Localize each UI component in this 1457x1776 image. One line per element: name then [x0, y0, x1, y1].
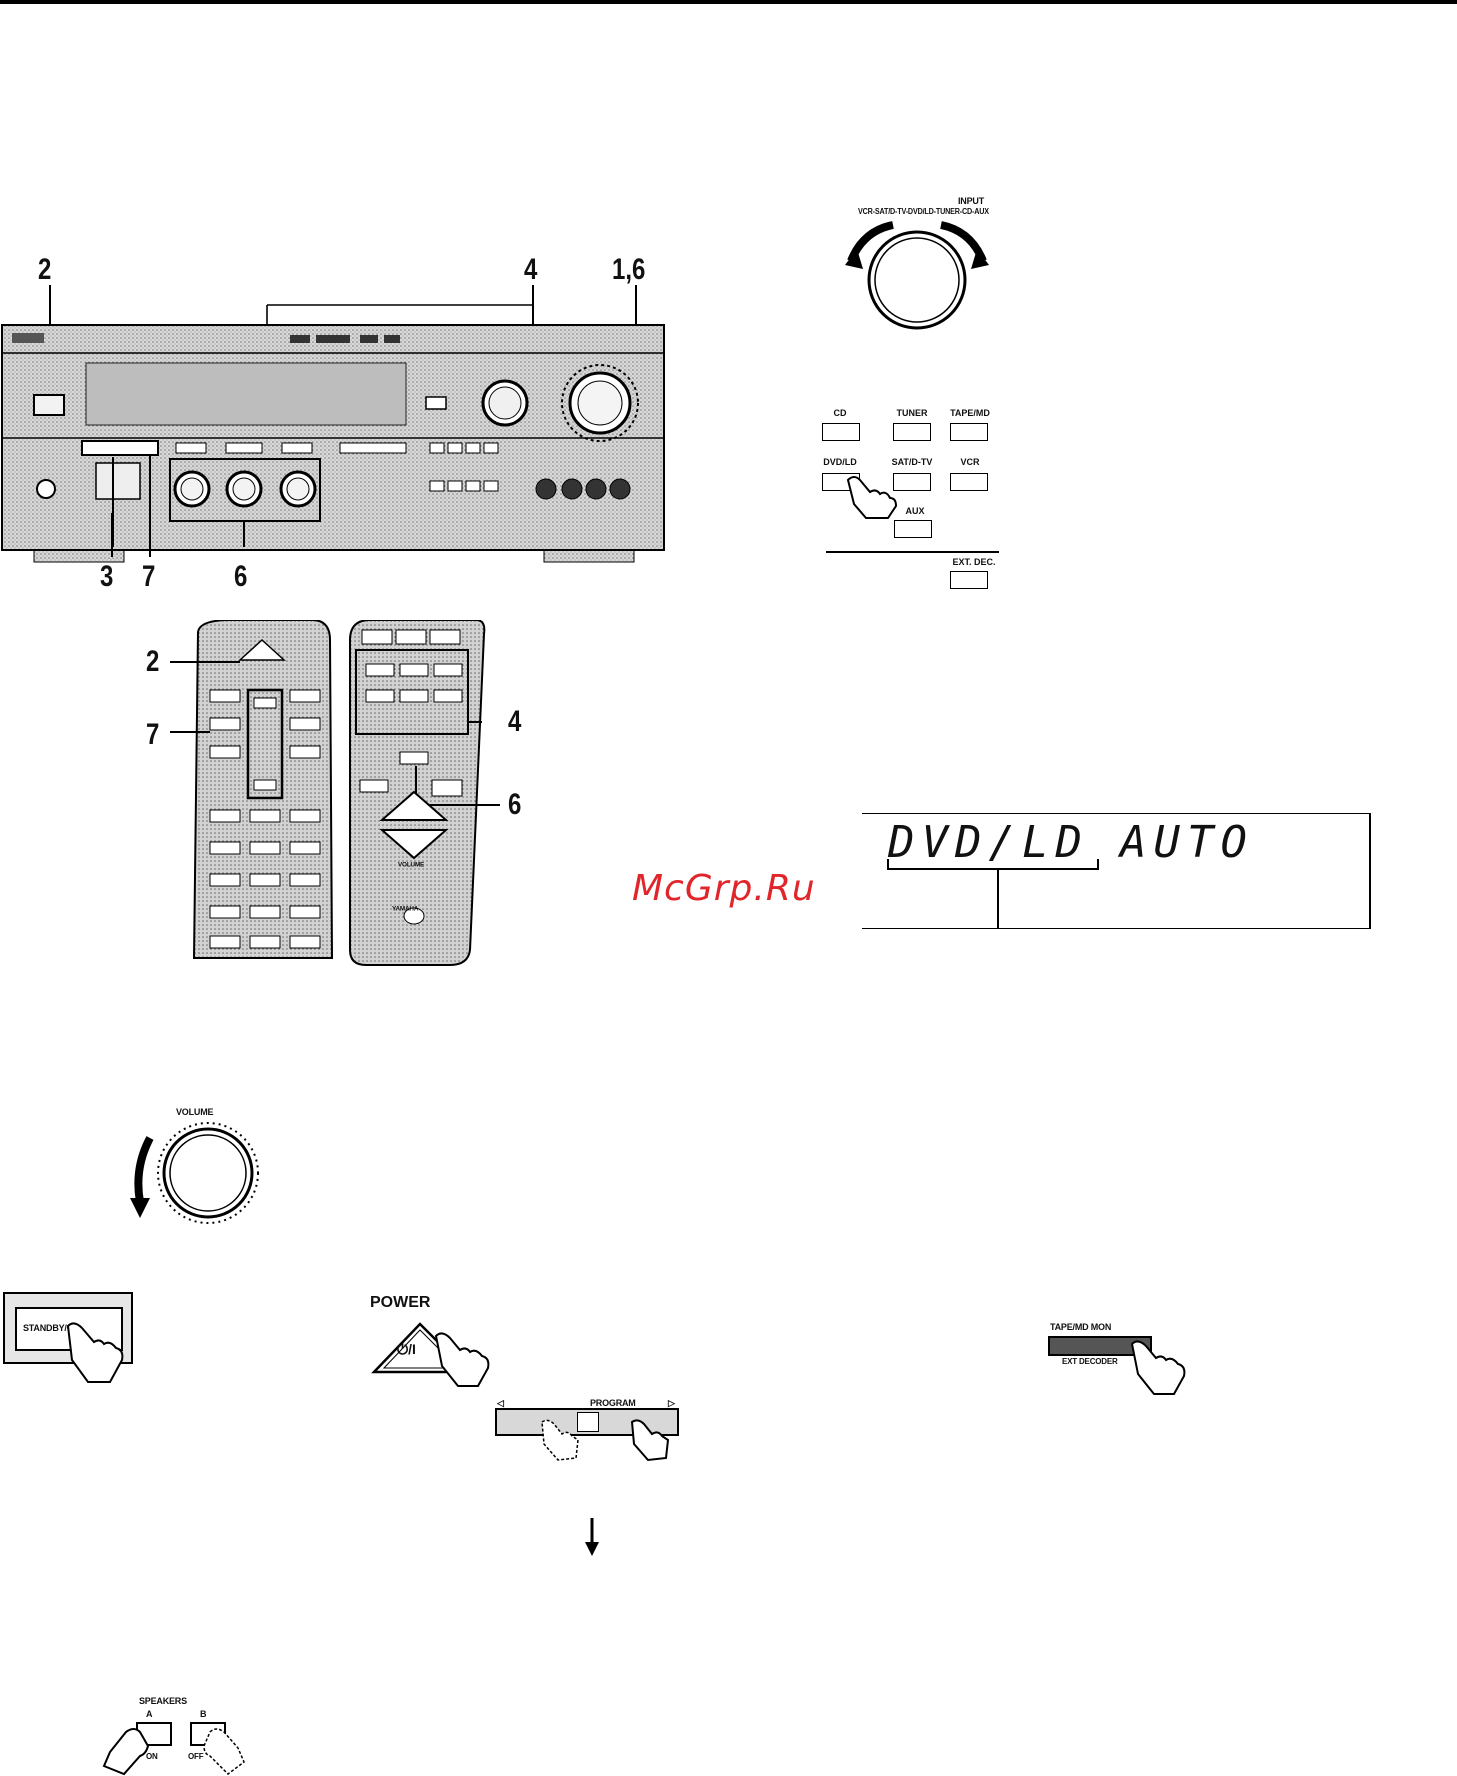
display-mode-text: AUTO [1120, 817, 1254, 868]
remote-volume-label: VOLUME [398, 861, 424, 868]
aux-button[interactable] [894, 520, 932, 538]
callout-4-front: 4 [524, 253, 537, 287]
down-arrow-icon [584, 1518, 600, 1558]
callout-7-front: 7 [142, 560, 155, 594]
receiver-front-panel [0, 285, 680, 565]
program-label: PROGRAM [590, 1398, 636, 1408]
dvd-ld-label: DVD/LD [814, 457, 866, 467]
tape-mon-label: TAPE/MD MON [1050, 1322, 1111, 1332]
callout-1-6-front: 1,6 [612, 253, 645, 287]
power-symbol: ⏻/I [397, 1341, 416, 1358]
remote-controls [170, 620, 510, 975]
hand-pressing-icon [840, 470, 900, 520]
hand-pressing-icon [100, 1726, 250, 1776]
ext-dec-label: EXT. DEC. [941, 557, 1007, 567]
display-source-text: DVD/LD [888, 817, 1089, 868]
power-title: POWER [370, 1294, 430, 1312]
vcr-label: VCR [946, 457, 994, 467]
tuner-button[interactable] [893, 423, 931, 441]
hand-pressing-icon [1128, 1338, 1188, 1398]
speakers-a-label: A [146, 1709, 152, 1719]
top-rule [0, 0, 1457, 4]
hand-pressing-icon [432, 1330, 492, 1390]
speakers-b-label: B [200, 1709, 206, 1719]
volume-label: VOLUME [176, 1107, 213, 1117]
divider-line [826, 551, 999, 553]
vcr-button[interactable] [950, 473, 988, 491]
tape-md-label: TAPE/MD [940, 408, 1000, 418]
cd-button[interactable] [822, 423, 860, 441]
callout-6-remote: 6 [508, 788, 521, 822]
remote-brand: YAMAHA [392, 905, 418, 912]
callout-2-front: 2 [38, 253, 51, 287]
callout-7-remote: 7 [146, 718, 159, 752]
input-selector-knob[interactable] [845, 215, 995, 335]
callout-6-front: 6 [234, 560, 247, 594]
cd-label: CD [818, 408, 862, 418]
volume-knob[interactable] [128, 1118, 263, 1228]
sat-dtv-label: SAT/D-TV [882, 457, 942, 467]
input-dial-title: INPUT [958, 196, 984, 206]
callout-4-remote: 4 [508, 705, 521, 739]
hand-pressing-icon [60, 1320, 130, 1390]
ext-dec-button[interactable] [950, 571, 988, 589]
watermark-text: McGrp.Ru [632, 868, 816, 909]
callout-2-remote: 2 [146, 645, 159, 679]
tape-mon-sub: EXT DECODER [1062, 1357, 1118, 1366]
hand-pressing-icon [536, 1418, 676, 1468]
tuner-label: TUNER [886, 408, 938, 418]
tape-md-button[interactable] [950, 423, 988, 441]
callout-3-front: 3 [100, 560, 113, 594]
speakers-title: SPEAKERS [139, 1696, 187, 1706]
